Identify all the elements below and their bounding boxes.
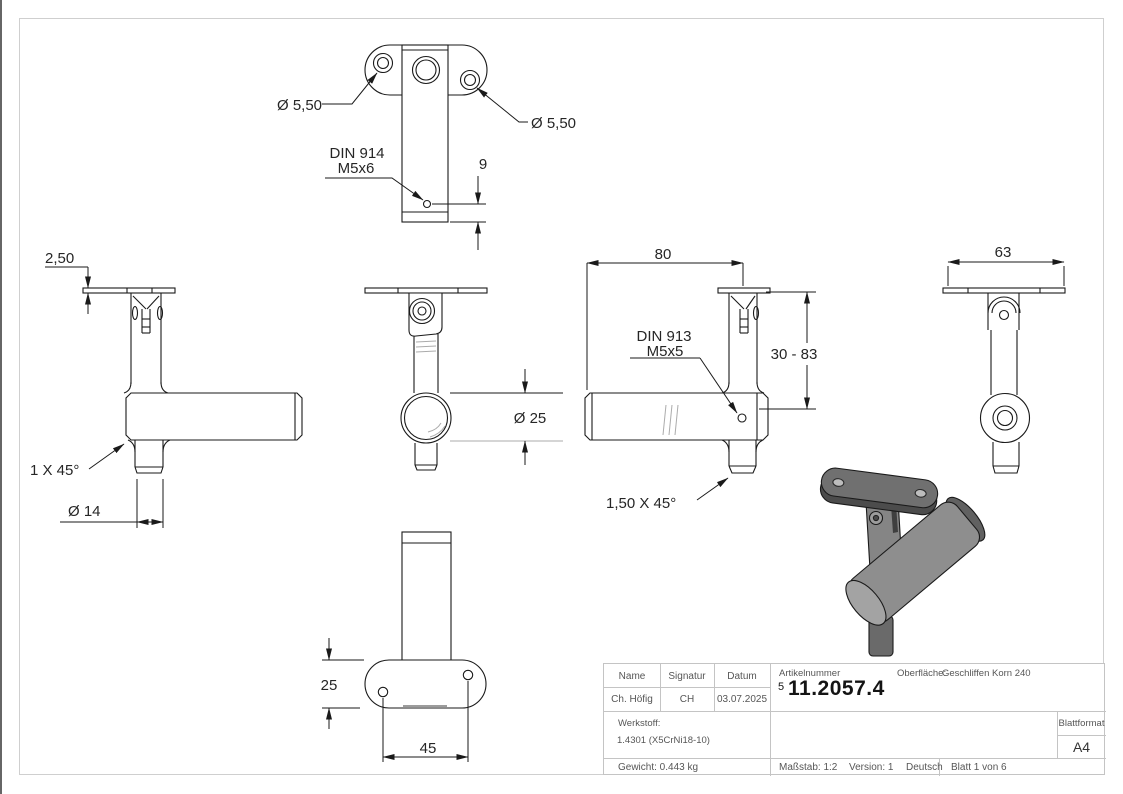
note-chamfer-1x45: 1 X 45° xyxy=(30,462,79,479)
wall-plate-edge-end xyxy=(942,287,1066,294)
dim-height-range: 30 - 83 xyxy=(771,346,818,363)
blattformat-label: Blattformat xyxy=(1058,717,1105,729)
wall-plate-edge xyxy=(82,287,176,294)
pivot-hole xyxy=(998,309,1010,321)
mount-plate-bottom xyxy=(364,659,487,709)
dim-plate-width-63: 63 xyxy=(995,244,1012,261)
wall-plate-edge-front xyxy=(364,287,488,294)
artikelnummer-label: Artikelnummer xyxy=(779,668,841,679)
note-m5x5: M5x5 xyxy=(647,343,684,360)
tube-end-outer xyxy=(979,392,1031,444)
title-block: Name Signatur Datum Ch. Höfig CH 03.07.2… xyxy=(603,663,1106,776)
hole-left-bottom xyxy=(377,686,389,698)
artikelnummer-value: 11.2057.4 xyxy=(788,677,885,700)
version: Version: 1 xyxy=(849,762,894,773)
screw-hole-right xyxy=(459,69,481,91)
3d-hole-left xyxy=(832,478,845,487)
wall-plate-edge-right xyxy=(717,287,771,294)
screw-hole-left xyxy=(372,52,394,74)
dim-length-80: 80 xyxy=(655,246,672,263)
massstab: Maßstab: 1:2 xyxy=(779,762,838,773)
note-m5x6: M5x6 xyxy=(338,160,375,177)
note-chamfer-150x45: 1,50 X 45° xyxy=(606,495,676,512)
name-header: Name xyxy=(618,670,646,682)
note-din914: DIN 914 xyxy=(329,145,384,162)
window-left-edge xyxy=(0,0,2,794)
view-side-right: 80 DIN 913 M5x5 30 - 83 1,50 X 45° xyxy=(584,246,818,512)
dim-stem-dia-14: Ø 14 xyxy=(68,503,101,520)
werkstoff-value: 1.4301 (X5CrNi18-10) xyxy=(617,735,710,746)
view-front: Ø 25 xyxy=(364,287,563,471)
signatur-value: CH xyxy=(679,694,695,705)
dim-hole-left: Ø 5,50 xyxy=(277,97,322,114)
signatur-header: Signatur xyxy=(668,670,706,682)
dim-offset-9: 9 xyxy=(479,156,487,173)
dim-tube-dia-25: Ø 25 xyxy=(514,410,547,427)
handrail-tube-side xyxy=(125,392,303,441)
blatt: Blatt 1 von 6 xyxy=(951,762,1007,773)
sheet-border xyxy=(19,18,1104,775)
handrail-tube-section xyxy=(400,392,452,444)
gewicht: Gewicht: 0.443 kg xyxy=(618,762,699,773)
hole-right-bottom xyxy=(462,669,474,681)
oberflaeche-label: Oberfläche: xyxy=(897,668,947,679)
werkstoff-label: Werkstoff: xyxy=(618,718,661,729)
oberflaeche-value: Geschliffen Korn 240 xyxy=(942,668,1031,679)
dim-plate-depth-25: 25 xyxy=(321,677,338,694)
set-screw xyxy=(737,413,747,423)
view-3d-isometric xyxy=(819,467,986,657)
dim-plate-thickness: 2,50 xyxy=(45,250,74,267)
note-din913: DIN 913 xyxy=(636,328,691,345)
view-end: 63 xyxy=(942,244,1066,474)
dim-hole-right: Ø 5,50 xyxy=(531,115,576,132)
dim-hole-spacing-45: 45 xyxy=(420,740,437,757)
3d-mount-plate xyxy=(819,467,939,516)
datum-header: Datum xyxy=(727,670,757,682)
3d-handrail-cylinder xyxy=(845,496,986,626)
3d-cylinder-cap xyxy=(845,579,887,626)
3d-hole-right xyxy=(914,488,927,498)
view-top-plan: Ø 5,50 Ø 5,50 DIN 914 M5x6 9 xyxy=(277,44,576,250)
view-side-left: 2,50 1 X 45° Ø 14 xyxy=(30,250,303,528)
view-bottom: 25 45 xyxy=(321,531,487,762)
name-value: Ch. Höfig xyxy=(611,694,653,705)
tube-bottom-view xyxy=(401,531,452,662)
artikelnummer-sup: 5 xyxy=(778,681,785,693)
set-screw-hole xyxy=(422,199,432,209)
datum-value: 03.07.2025 xyxy=(716,694,768,705)
sprache: Deutsch xyxy=(906,762,943,773)
blattformat-value: A4 xyxy=(1072,738,1091,755)
